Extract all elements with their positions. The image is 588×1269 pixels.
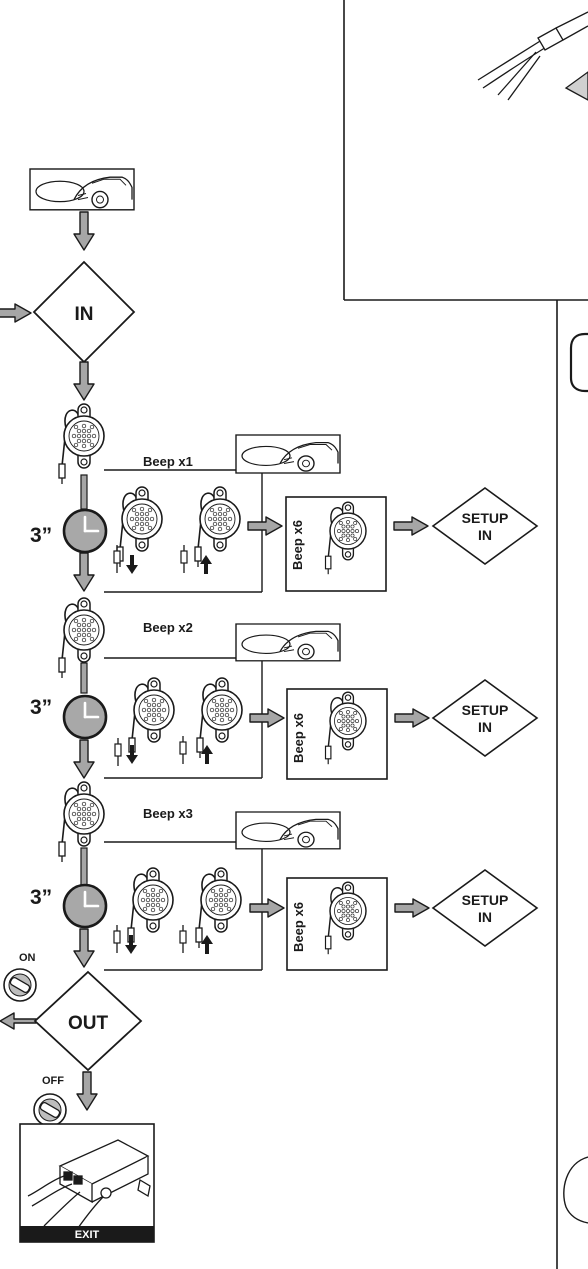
arrow-to-setup (394, 898, 430, 918)
arrow-start-to-in (73, 211, 95, 251)
arrow-up-icon (201, 935, 213, 954)
on-switch-icon: ON (3, 952, 37, 1002)
off-switch-icon: OFF (33, 1075, 67, 1127)
buzzer-icon (58, 403, 105, 485)
on-label: ON (19, 952, 36, 964)
arrow-entry-left (0, 303, 32, 323)
confirm-label: Beep x6 (291, 902, 306, 952)
out-node-label: OUT (68, 1013, 109, 1034)
clock-icon (62, 694, 108, 740)
arrow-in-down (73, 361, 95, 401)
beep-label: Beep x3 (143, 806, 193, 821)
out-decision-node: OUT (33, 970, 143, 1072)
buzzer-icon (127, 867, 174, 949)
arrow-stage-down (73, 739, 95, 779)
in-decision-node: IN (32, 260, 136, 364)
section-tab (569, 332, 588, 393)
beep-label: Beep x2 (143, 620, 193, 635)
arrow-to-setup (394, 708, 430, 728)
buzzer-icon (194, 486, 241, 568)
arrow-to-confirm (249, 708, 285, 728)
plug-icon (179, 735, 187, 765)
beep-label: Beep x1 (143, 454, 193, 469)
setup-in-node: SETUP IN (431, 869, 539, 947)
confirm-label: Beep x6 (291, 713, 306, 763)
control-unit-icon (27, 1139, 151, 1229)
setup-in-node: SETUP IN (431, 679, 539, 757)
in-node-label: IN (75, 304, 94, 325)
arrow-out-left (0, 1012, 37, 1030)
plug-icon (179, 924, 187, 954)
buzzer-icon (128, 677, 175, 759)
setup-line-1: SETUP (462, 892, 509, 908)
setup-line-1: SETUP (462, 702, 509, 718)
setup-in-node: SETUP IN (431, 487, 539, 565)
plug-icon (114, 737, 122, 767)
arrow-stage-down (73, 552, 95, 592)
off-label: OFF (42, 1075, 64, 1087)
start-car-icon (29, 168, 135, 211)
arrow-up-icon (200, 555, 212, 574)
plug-icon (113, 924, 121, 954)
arrow-out-down (76, 1071, 98, 1111)
setup-line-2: IN (478, 909, 492, 925)
plug-icon (180, 544, 188, 574)
stage-3: Beep x3 3” Beep x6 SETUP IN (30, 781, 539, 971)
arrow-to-confirm (247, 516, 283, 536)
clock-icon (62, 508, 108, 554)
setup-line-1: SETUP (462, 510, 509, 526)
arrow-to-setup (393, 516, 429, 536)
arrow-down-icon (125, 935, 137, 954)
stage-1: Beep x1 3” Beep x6 SETUP IN (30, 403, 539, 593)
timer-label: 3” (30, 886, 52, 909)
stage-2: Beep x2 3” Beep x6 SETUP IN (30, 597, 539, 780)
confirm-box: Beep x6 (286, 688, 388, 780)
arrow-to-confirm (249, 898, 285, 918)
setup-line-2: IN (478, 719, 492, 735)
confirm-box: Beep x6 (286, 877, 388, 971)
clock-icon (62, 883, 108, 929)
exit-label: EXIT (75, 1229, 100, 1241)
timer-label: 3” (30, 524, 52, 547)
bottom-illustration (563, 1156, 588, 1224)
confirm-box: Beep x6 (285, 496, 387, 592)
setup-line-2: IN (478, 527, 492, 543)
car-panel-icon (235, 434, 341, 474)
arrow-stage-down (73, 928, 95, 968)
arrow-down-icon (126, 745, 138, 764)
exit-panel: EXIT (19, 1123, 155, 1243)
buzzer-icon (116, 486, 163, 568)
page-frame (343, 0, 588, 1269)
buzzer-icon (196, 677, 243, 759)
buzzer-icon (195, 867, 242, 949)
confirm-label: Beep x6 (290, 520, 305, 570)
car-panel-icon (235, 811, 341, 850)
arrow-down-icon (126, 555, 138, 574)
timer-label: 3” (30, 696, 52, 719)
car-panel-icon (235, 623, 341, 662)
cable-illustration (477, 11, 588, 101)
